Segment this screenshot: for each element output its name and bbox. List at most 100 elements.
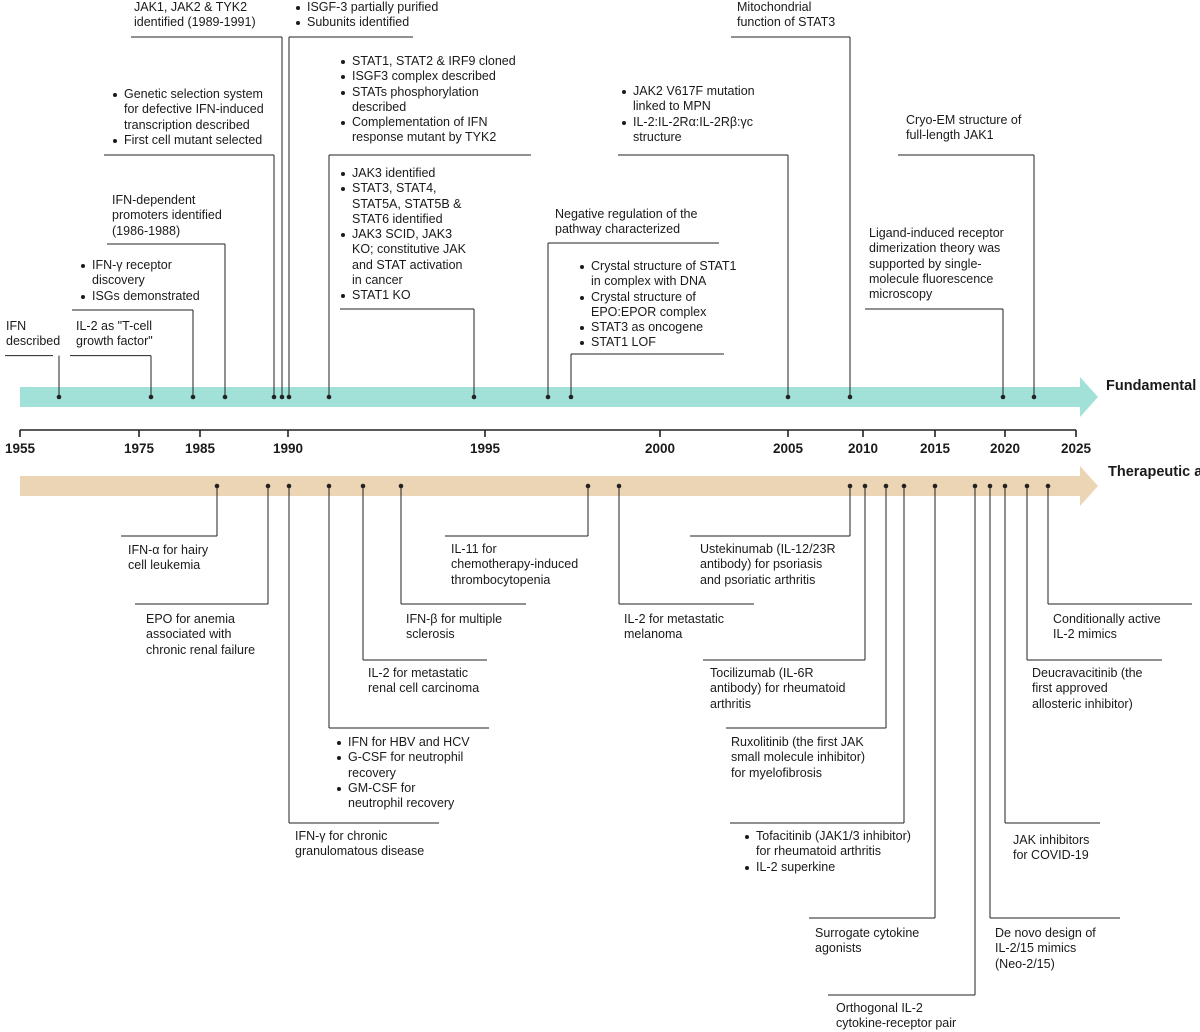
event-text-line: pathway characterized [555, 222, 681, 237]
event-text-line: Complementation of IFN [352, 115, 488, 130]
event-bullet-item: Subunits identified [295, 15, 438, 30]
fundamental-event-dot [471, 394, 477, 400]
event-text-line: (1986-1988) [112, 223, 181, 238]
event-text-line: STAT1, STAT2 & IRF9 cloned [352, 54, 516, 68]
event-text-line: Tofacitinib (JAK1/3 inhibitor) [756, 829, 911, 843]
event-text-line: growth factor" [76, 334, 153, 349]
fundamental-research-label: Fundamental research [1106, 378, 1197, 394]
event-text-line: JAK2 V617F mutation [633, 84, 755, 98]
event-bullet-list: Tofacitinib (JAK1/3 inhibitor)for rheuma… [742, 829, 911, 875]
event-text-line: IL-2 mimics [1053, 627, 1117, 642]
event-bullet-item: STAT3, STAT4,STAT5A, STAT5B &STAT6 ident… [341, 181, 466, 227]
event-text-line: Ruxolitinib (the first JAK [731, 735, 864, 749]
event-text-line: ISGF3 complex described [352, 69, 496, 84]
event-text-line: Tocilizumab (IL-6R [710, 666, 814, 680]
therapeutic-event-dot [883, 483, 889, 489]
event-text-line: Cryo-EM structure of [906, 113, 1022, 127]
fundamental-event-dot [222, 394, 228, 400]
event-bullet-item: IL-2 superkine [745, 859, 911, 875]
event-text-line: full-length JAK1 [906, 128, 994, 143]
therapeutic-event-dot [286, 483, 292, 489]
therapeutic-event-dot [585, 483, 591, 489]
event-text-line: IL-2 superkine [756, 859, 836, 874]
event-bullet-item: JAK3 identified [341, 166, 466, 181]
event-text-line: STAT3 as oncogene [591, 320, 704, 335]
event-text-line: melanoma [624, 627, 683, 642]
fundamental-event-dot [271, 394, 277, 400]
year-tick: 2015 [919, 441, 951, 456]
event-text-line: Deucravacitinib (the [1032, 666, 1143, 680]
event-bullet-item: ISGF-3 partially purified [295, 0, 439, 15]
therapeutic-event-dot [987, 483, 993, 489]
year-tick: 2005 [772, 441, 804, 456]
fundamental-event-dot [326, 394, 332, 400]
event-text-line: IL-2:IL-2Rα:IL-2Rβ:γc [633, 114, 754, 129]
event-text-line: IFN-β for multiple [406, 612, 503, 626]
fundamental-event-dot [1000, 394, 1006, 400]
event-text-line: for myelofibrosis [731, 765, 822, 780]
event-text-line: Crystal structure of [591, 289, 696, 304]
event-text-line: granulomatous disease [295, 844, 425, 859]
fundamental-event-dot [847, 394, 853, 400]
event-bullet-item: IFN for HBV and HCV [337, 735, 470, 750]
event-text-line: and psoriatic arthritis [700, 572, 816, 587]
event-text-line: ISGF-3 partially purified [307, 0, 439, 14]
event-text-line: for defective IFN-induced [124, 102, 264, 117]
event-text-line: described [352, 99, 407, 114]
fundamental-event-dot [1031, 394, 1037, 400]
event-text-line: sclerosis [406, 627, 455, 642]
event-text-line: transcription described [124, 117, 250, 132]
event-text-line: recovery [348, 765, 396, 780]
fundamental-event-dot [785, 394, 791, 400]
fundamental-event-dot [190, 394, 196, 400]
event-text-line: IL-2 as "T-cell [76, 319, 152, 333]
event-text-line: STAT5A, STAT5B & [352, 196, 462, 211]
event-text-line: Ligand-induced receptor [869, 226, 1004, 240]
therapeutic-event-dot [265, 483, 271, 489]
event-text-line: ISGs demonstrated [92, 288, 200, 303]
event-text-line: thrombocytopenia [451, 572, 551, 587]
therapeutic-event-dot [1045, 483, 1051, 489]
fundamental-event-dot [56, 394, 62, 400]
year-tick: 1995 [469, 441, 501, 456]
therapeutic-event-dot [1024, 483, 1030, 489]
event-text-line: in complex with DNA [591, 274, 707, 289]
therapeutic-event-dot [847, 483, 853, 489]
event-text-line: allosteric inhibitor) [1032, 696, 1133, 711]
event-text-line: first approved [1032, 681, 1108, 696]
event-text-line: structure [633, 129, 682, 144]
event-text-line: chemotherapy-induced [451, 557, 579, 572]
therapeutic-event-dot [972, 483, 978, 489]
fundamental-event-dot [286, 394, 292, 400]
event-text-line: IFN for HBV and HCV [348, 735, 470, 749]
event-text-line: identified (1989-1991) [134, 15, 256, 30]
event-text-line: STAT1 KO [352, 288, 411, 303]
event-text-line: STAT3, STAT4, [352, 181, 437, 196]
event-text-line: IFN-dependent [112, 193, 196, 207]
event-text-line: discovery [92, 273, 145, 288]
event-bullet-item: STAT1 KO [341, 288, 466, 303]
